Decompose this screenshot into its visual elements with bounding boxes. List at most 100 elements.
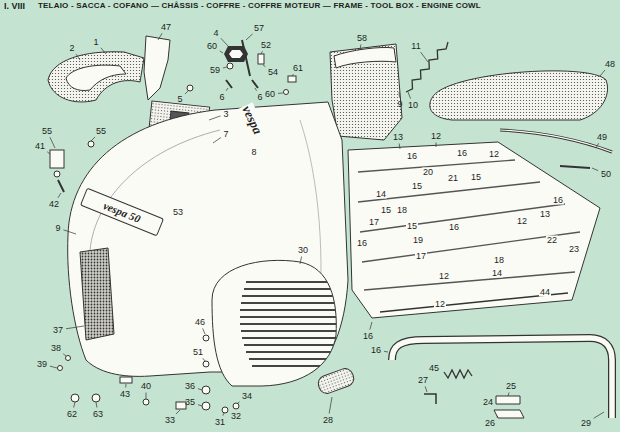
leader-line <box>596 143 599 148</box>
callout-number: 16 <box>406 152 418 161</box>
tool-box <box>330 44 402 140</box>
leader-line <box>91 137 95 141</box>
stand <box>392 338 612 418</box>
leader-line <box>360 44 362 50</box>
leader-line <box>384 351 388 353</box>
stand <box>316 338 612 418</box>
callout-number: 44 <box>539 288 551 297</box>
callout-number: 13 <box>539 210 551 219</box>
leader-line <box>50 137 55 148</box>
small-parts <box>227 63 233 69</box>
horn-cover <box>66 65 126 90</box>
saddle <box>430 71 612 152</box>
callout-number: 33 <box>164 416 176 425</box>
leader-line <box>399 92 400 98</box>
leader-line <box>209 116 221 120</box>
engine-cowl <box>252 365 340 367</box>
callout-number: 21 <box>447 174 459 183</box>
leader-line <box>278 93 283 94</box>
leader-line <box>300 256 302 264</box>
switch <box>54 171 60 177</box>
engine-cowl <box>249 358 340 360</box>
bolts <box>92 394 100 402</box>
callout-number: 23 <box>568 245 580 254</box>
callout-number: 5 <box>176 95 183 104</box>
callout-number: 51 <box>192 348 204 357</box>
stand <box>392 338 612 418</box>
engine-cowl <box>240 282 340 366</box>
callout-number: 24 <box>482 398 494 407</box>
callout-number: 60 <box>206 42 218 51</box>
leader-line <box>66 326 84 329</box>
footboard <box>348 142 600 318</box>
footboard <box>358 160 515 172</box>
callout-number: 19 <box>412 236 424 245</box>
bolts <box>143 399 149 405</box>
small-parts <box>226 80 258 88</box>
callout-number: 47 <box>160 23 172 32</box>
leader-line <box>146 393 147 400</box>
leader-line <box>329 397 332 414</box>
callout-number: 16 <box>456 149 468 158</box>
stand <box>316 366 356 395</box>
saddle <box>430 71 608 120</box>
leader-line <box>421 52 428 62</box>
callout-number: 16 <box>370 346 382 355</box>
callout-number: 27 <box>417 376 429 385</box>
engine-cowl <box>241 302 340 304</box>
callout-number: 15 <box>411 182 423 191</box>
leader-line <box>399 143 401 149</box>
leader-line <box>508 392 509 396</box>
callout-number: 60 <box>264 90 276 99</box>
callout-number: 50 <box>600 170 612 179</box>
callout-number: 61 <box>292 64 304 73</box>
callout-number: 22 <box>546 236 558 245</box>
stand <box>494 396 524 418</box>
small-parts <box>560 166 590 168</box>
callout-number: 48 <box>604 60 616 69</box>
callout-number: 36 <box>184 382 196 391</box>
callout-number: 16 <box>448 223 460 232</box>
callout-number: 13 <box>392 133 404 142</box>
leader-line <box>408 92 411 99</box>
leader-line <box>198 405 202 406</box>
engine-cowl <box>244 344 340 346</box>
leader-line <box>246 34 253 40</box>
leader-line <box>203 358 205 361</box>
callout-number: 8 <box>250 148 257 157</box>
bracket <box>144 36 170 100</box>
callout-number: 17 <box>368 218 380 227</box>
leader-line <box>50 366 57 368</box>
bolts <box>120 377 132 383</box>
small-parts <box>284 90 289 95</box>
saddle <box>500 130 612 152</box>
callout-number: 45 <box>428 364 440 373</box>
leader-line <box>47 152 50 154</box>
leader-line <box>600 70 605 76</box>
footboard <box>362 232 580 262</box>
leader-line <box>101 48 106 54</box>
callout-number: 17 <box>415 252 427 261</box>
callout-number: 16 <box>552 196 564 205</box>
engine-cowl <box>244 288 340 290</box>
footboard <box>360 204 565 232</box>
callout-number: 6 <box>256 93 263 102</box>
callout-number: 10 <box>407 101 419 110</box>
engine-cowl <box>242 295 340 297</box>
callout-number: 29 <box>580 419 592 428</box>
callout-number: 12 <box>430 132 442 141</box>
small-parts <box>187 85 193 91</box>
callout-number: 46 <box>194 318 206 327</box>
engine-cowl <box>242 337 340 339</box>
bolts <box>202 402 210 410</box>
callout-number: 55 <box>41 127 53 136</box>
callout-number: 54 <box>267 68 279 77</box>
leader-line <box>370 322 372 330</box>
leader-line <box>594 412 604 418</box>
callout-number: 57 <box>253 24 265 33</box>
callout-number: 28 <box>322 416 334 425</box>
callout-number: 4 <box>212 29 219 38</box>
frame-body <box>80 248 114 340</box>
stand <box>424 394 436 404</box>
